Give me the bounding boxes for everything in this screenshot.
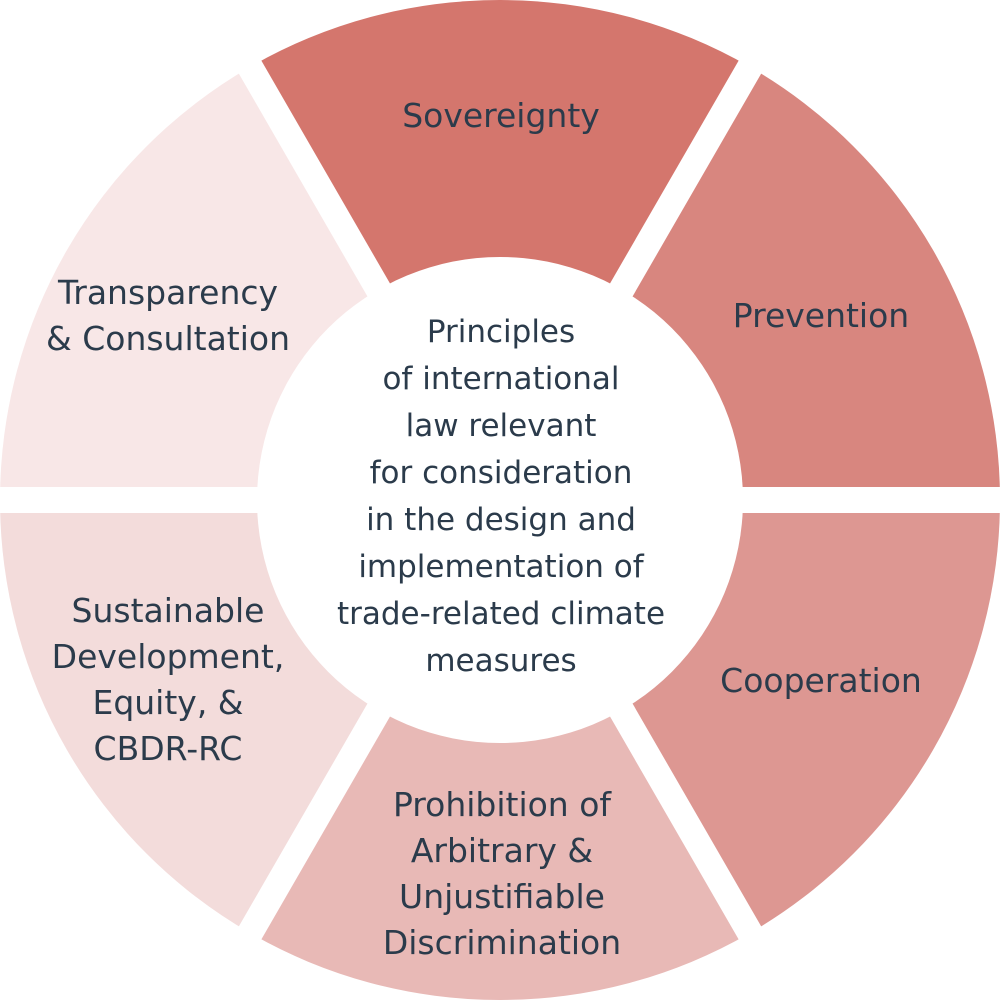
segment-sovereignty (250, 0, 750, 500)
segment-label-prohibition: Prohibition of Arbitrary & Unjustifiable… (382, 785, 622, 962)
center-circle (257, 257, 743, 743)
center-text: Principles of international law relevant… (336, 314, 666, 679)
segment-label-sustainable-development: Sustainable Development, Equity, & CBDR-… (51, 591, 285, 768)
segment-label-sovereignty: Sovereignty (402, 96, 600, 135)
segment-label-prevention: Prevention (732, 296, 910, 335)
segment-prohibition (250, 500, 750, 1000)
segment-label-cooperation: Cooperation (720, 661, 922, 700)
segment-label-transparency: Transparency & Consultation (45, 273, 291, 358)
